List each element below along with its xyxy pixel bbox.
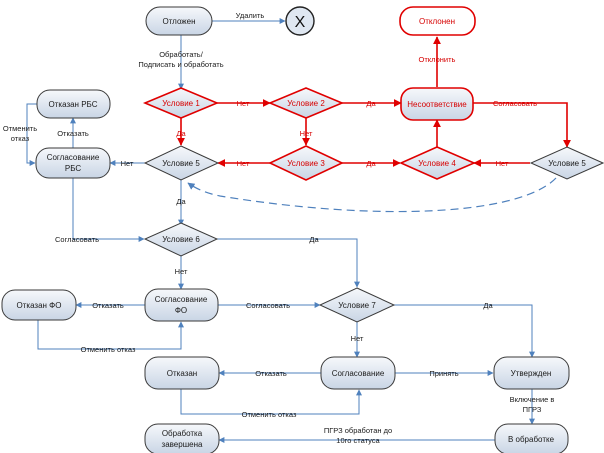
edge-label-da-7-utv: Да [483,301,493,310]
node-uslovie3[interactable]: Условие 3 [268,145,344,181]
node-otklonen-label: Отклонен [419,17,455,26]
node-utverzhden[interactable]: Утвержден [493,356,570,390]
node-uslovie7-label: Условие 7 [338,301,376,310]
node-obrabotka-zavershena[interactable]: Обработка завершена [144,423,220,453]
edge-label-net-5r-4: Нет [496,159,509,168]
node-soglasovanie-label: Согласование [332,369,385,378]
edge-label-da-1-5: Да [176,129,186,138]
node-obrabotka-zavershena-label2: завершена [162,440,203,449]
edge-label-soglasovat-nes: Согласовать [493,99,537,108]
node-soglasovanie-fo-label1: Согласование [155,295,208,304]
edge-label-net-2-3: Нет [300,129,313,138]
node-otlozhen-label: Отложен [162,17,195,26]
edge-label-net-6-fo: Нет [175,267,188,276]
edge-label-otmenit-fo: Отменить отказ [81,345,136,354]
edge-label-da-3-4: Да [366,159,376,168]
edge-label-net-1-2: Нет [237,99,250,108]
node-udalen-x[interactable]: X [285,6,315,36]
edge-uslovie7-utverzhden [394,304,535,358]
node-soglasovanie[interactable]: Согласование [320,356,396,390]
edge-label-udalit: Удалить [236,11,265,20]
node-nesootvetstvie[interactable]: Несоответствие [400,87,474,121]
node-uslovie2[interactable]: Условие 2 [267,87,345,119]
edge-label-otmenit: Отменить отказ [242,410,297,419]
edge-label-otkazat-rbs: Отказать [57,129,89,138]
node-otkazan-rbs-label: Отказан РБС [49,100,98,109]
node-soglasovanie-fo[interactable]: Согласование ФО [144,288,219,322]
node-otkazan-fo-label: Отказан ФО [17,301,62,310]
node-utverzhden-label: Утвержден [511,369,552,378]
edge-soglasovanie-rbs-uslovie6 [72,178,145,242]
edge-label-vklyuchenie-1: Включение в [510,395,555,404]
edge-label-soglasovat-rbs-6: Согласовать [55,235,99,244]
edge-nesootvetstvie-soglasovat [473,102,571,148]
edge-label-pgrz-1: ПГРЗ обработан до [324,426,392,435]
edge-label-da-2-nes: Да [366,99,376,108]
node-uslovie6-label: Условие 6 [162,235,200,244]
edge-uslovie6-uslovie7 [217,238,360,288]
edge-label-net-3-5: Нет [237,159,250,168]
edge-label-otmenit-rbs-2: отказ [11,134,30,143]
node-otklonen[interactable]: Отклонен [399,6,476,36]
edge-label-otkazat: Отказать [255,369,287,378]
edge-uslovie5-right-to-left-dashed [187,177,557,213]
node-uslovie5-right-label: Условие 5 [548,159,586,168]
edge-label-obrabotat-1: Обработать/ [159,50,203,59]
node-uslovie1[interactable]: Условие 1 [142,87,220,119]
node-uslovie5-right[interactable]: Условие 5 [529,146,604,180]
node-soglasovanie-rbs-label1: Согласование [47,153,100,162]
edge-label-pgrz-2: 10го статуса [336,436,380,445]
edge-label-otkazat-fo: Отказать [92,301,124,310]
node-uslovie2-label: Условие 2 [287,99,325,108]
node-uslovie5-left-label: Условие 5 [162,159,200,168]
edge-label-net-7-sogl: Нет [351,334,364,343]
node-soglasovanie-fo-label2: ФО [175,306,187,315]
edge-label-otmenit-rbs-1: Отменить [3,124,37,133]
node-uslovie1-label: Условие 1 [162,99,200,108]
node-uslovie4[interactable]: Условие 4 [399,146,477,180]
edge-otkazan-fo-otmenit [37,320,184,350]
edge-label-prinyat: Принять [429,369,458,378]
edge-label-vklyuchenie-2: ПГРЗ [523,405,542,414]
node-soglasovanie-rbs[interactable]: Согласование РБС [35,147,111,179]
node-uslovie5-left[interactable]: Условие 5 [143,145,220,181]
edge-label-da-6-7: Да [309,235,319,244]
node-otlozhen[interactable]: Отложен [145,6,213,36]
node-uslovie4-label: Условие 4 [418,159,456,168]
close-icon: X [295,14,306,31]
node-uslovie6[interactable]: Условие 6 [143,222,219,257]
node-otkazan[interactable]: Отказан [144,356,220,390]
node-uslovie7[interactable]: Условие 7 [318,287,396,323]
edge-label-soglasovat-fo-7: Согласовать [246,301,290,310]
edge-label-da-5-6: Да [176,197,186,206]
edge-label-net-5-rbs: Нет [121,159,134,168]
node-otkazan-fo[interactable]: Отказан ФО [1,289,77,321]
edge-label-obrabotat-2: Подписать и обработать [138,60,223,69]
edge-otkazan-rbs-otmenit [26,103,37,166]
node-obrabotka-zavershena-label1: Обработка [162,429,203,438]
node-nesootvetstvie-label: Несоответствие [407,100,467,109]
edge-otkazan-otmenit [180,389,362,415]
edge-label-otklonit: Отклонить [419,55,456,64]
node-uslovie3-label: Условие 3 [287,159,325,168]
node-otkazan-rbs[interactable]: Отказан РБС [36,89,111,119]
node-v-obrabotke[interactable]: В обработке [494,423,569,453]
node-soglasovanie-rbs-label2: РБС [65,164,81,173]
node-otkazan-label: Отказан [167,369,197,378]
node-v-obrabotke-label: В обработке [508,435,555,444]
